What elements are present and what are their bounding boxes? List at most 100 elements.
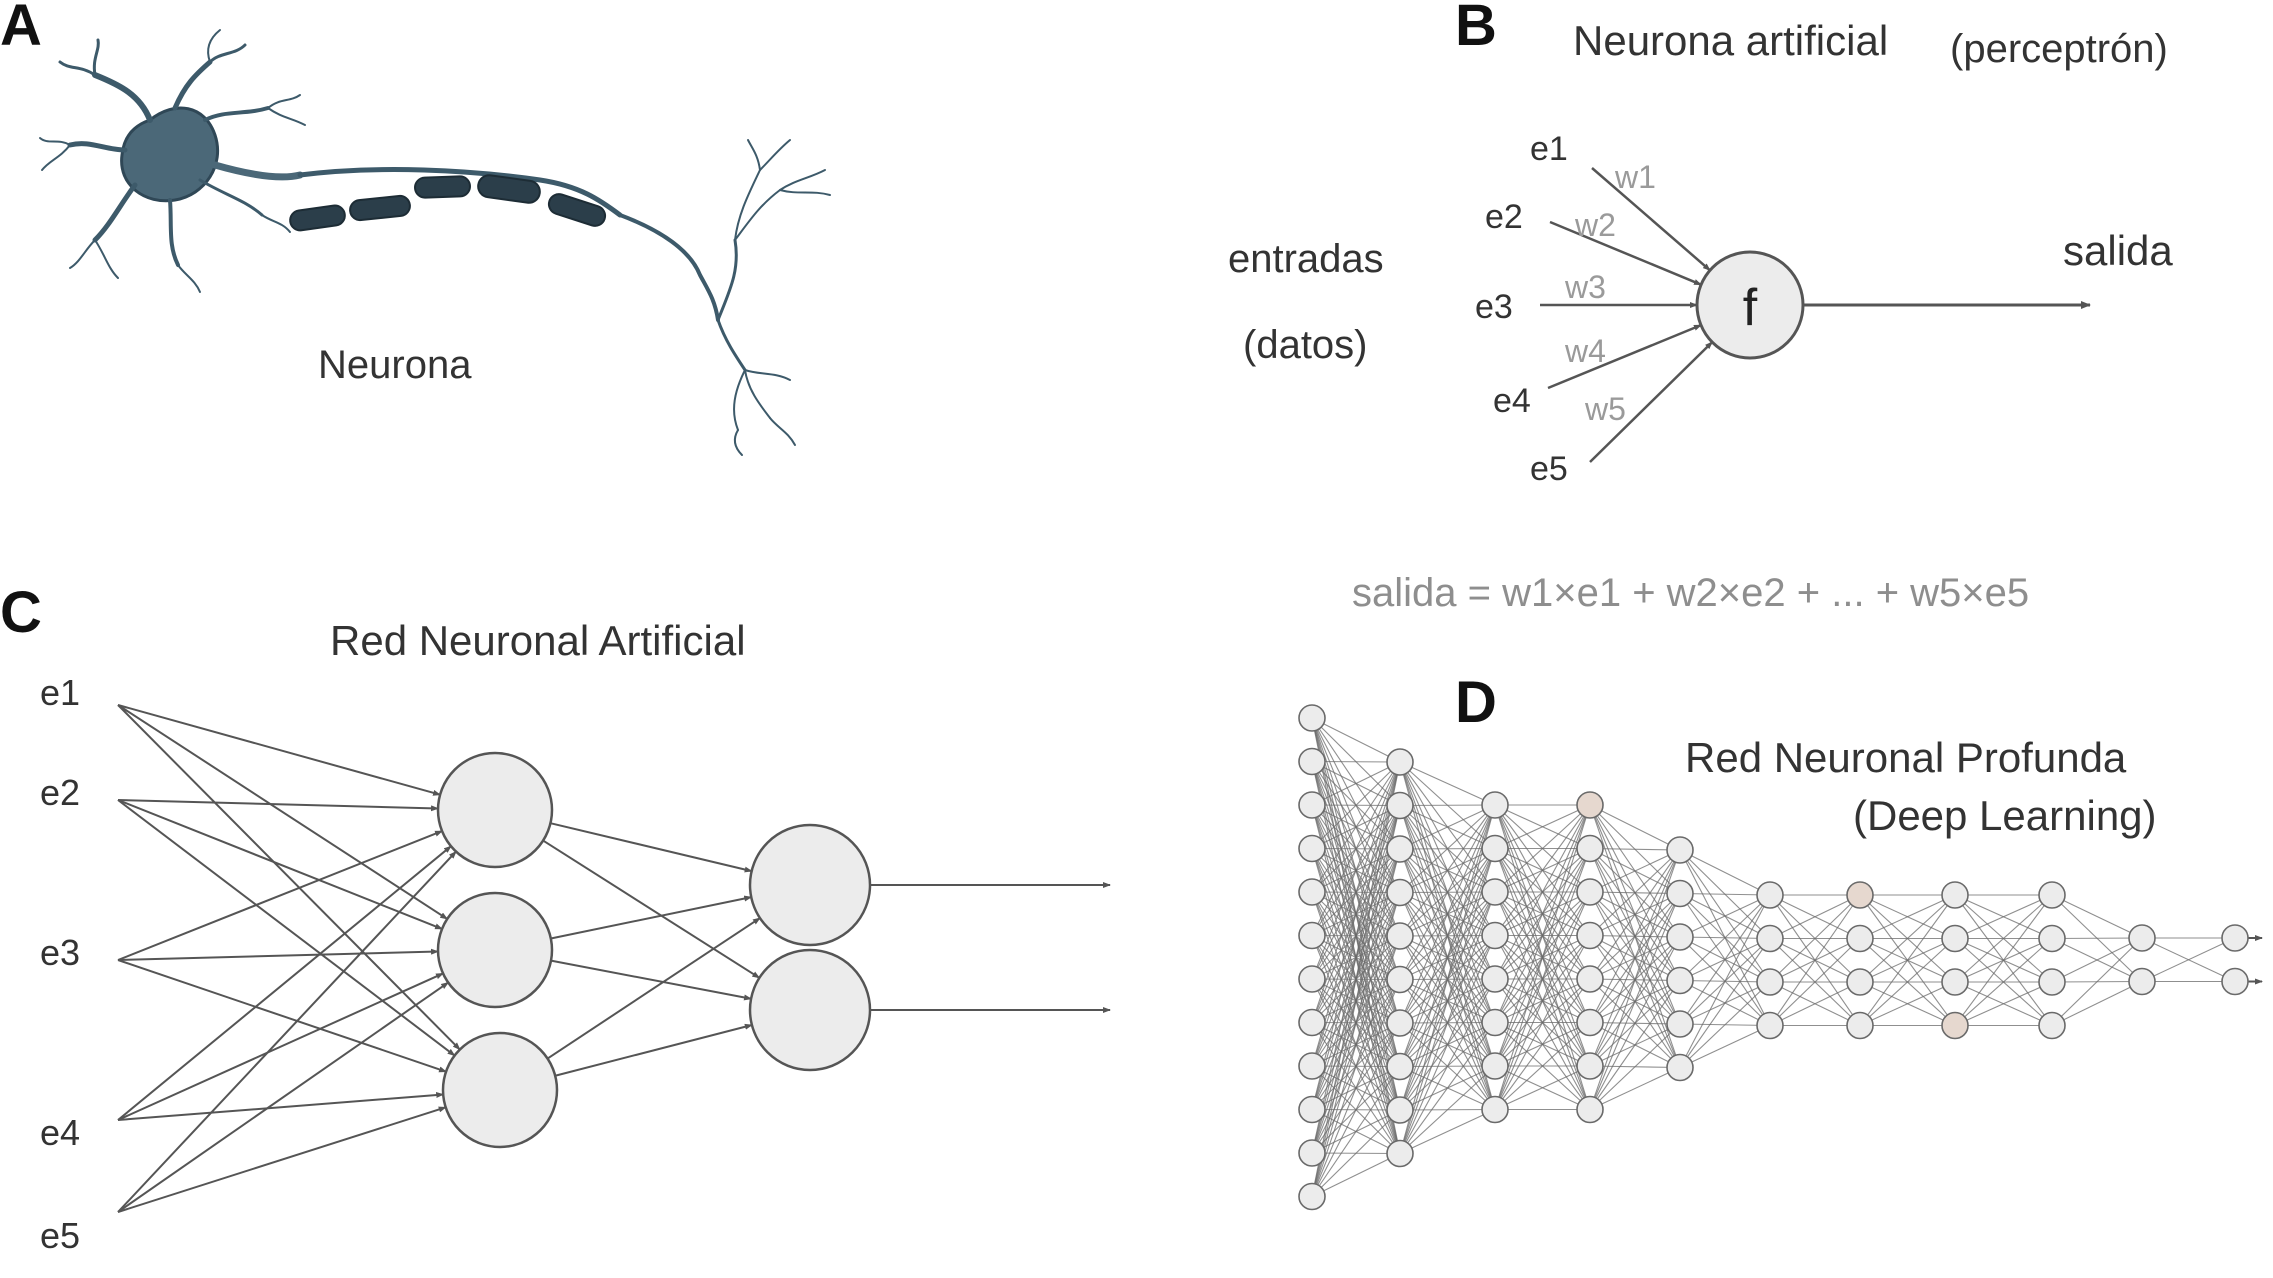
dnn-connection xyxy=(2051,937,2143,1026)
dnn-connection xyxy=(1399,804,1496,937)
dnn-node xyxy=(2221,924,2249,952)
dnn-connection xyxy=(1311,848,1401,1197)
ann-input-label: e5 xyxy=(40,1215,80,1256)
panel-a: A xyxy=(0,0,831,456)
dnn-connection xyxy=(1311,979,1401,1197)
dnn-connection xyxy=(1494,804,1591,1110)
dnn-node xyxy=(1386,1139,1414,1168)
dnn-connection xyxy=(1859,894,1956,1026)
dnn-connection xyxy=(1311,761,1401,936)
dnn-connection xyxy=(1589,847,1681,851)
ann-hidden-node xyxy=(436,751,554,869)
dnn-connection xyxy=(1494,1022,1591,1110)
dnn-connection xyxy=(1399,804,1496,850)
inputs-sublabel: (datos) xyxy=(1243,323,1368,367)
dnn-node xyxy=(1941,1011,1969,1040)
dnn-connection xyxy=(1399,978,1496,1154)
dnn-connection xyxy=(1399,1065,1496,1154)
dnn-node xyxy=(1298,1095,1326,1124)
dnn-node xyxy=(1846,1011,1874,1040)
dnn-connection xyxy=(1494,804,1591,893)
dnn-connection xyxy=(1311,1022,1401,1197)
dnn-connection xyxy=(1769,894,1861,1026)
function-symbol: f xyxy=(1743,279,1758,337)
dnn-connection xyxy=(1679,894,1771,981)
panel-c-letter: C xyxy=(0,580,42,645)
perceptron-input-arrow xyxy=(1547,323,1702,390)
dnn-connection xyxy=(1589,804,1681,851)
ann-connection xyxy=(550,822,753,873)
perceptron-weight-label: w2 xyxy=(1574,207,1616,243)
dnn-connection xyxy=(1679,981,1771,1068)
ann-connection xyxy=(117,704,442,796)
dnn-connection xyxy=(1954,894,2053,940)
dnn-node xyxy=(1576,791,1604,819)
dnn-node xyxy=(1576,834,1604,863)
neuron-illustration xyxy=(39,29,831,456)
dnn-node xyxy=(1576,1052,1604,1080)
ann-connection xyxy=(550,895,753,940)
dnn-connection xyxy=(1311,761,1401,1197)
ann-connection xyxy=(542,839,761,979)
dnn-connection xyxy=(2051,894,2143,939)
dnn-connection xyxy=(1311,1109,1401,1197)
dnn-connection xyxy=(1399,804,1496,893)
ann-input-label: e4 xyxy=(40,1112,80,1153)
ann-connection xyxy=(117,972,444,1121)
dnn-node xyxy=(2038,924,2066,953)
dnn-node xyxy=(1666,1010,1694,1038)
ann-connection xyxy=(117,1092,445,1121)
ann-output-node xyxy=(748,948,872,1072)
dnn-connection xyxy=(1399,804,1496,1111)
ann-input-label: e2 xyxy=(40,772,80,813)
ann-connection xyxy=(117,981,450,1213)
dnn-node xyxy=(1481,965,1509,993)
dnn-node xyxy=(1298,834,1326,863)
dnn-node xyxy=(1941,968,1969,996)
ann-connection xyxy=(117,704,461,1051)
ann-connection xyxy=(117,948,440,961)
dnn-node xyxy=(1481,1052,1509,1080)
dnn-connection xyxy=(1399,804,1496,1154)
dnn-connection xyxy=(2051,937,2143,940)
dnn-connection xyxy=(1769,894,1861,983)
dnn-connection xyxy=(1859,894,1956,983)
dnn-connection xyxy=(1494,891,1591,1110)
dnn-node xyxy=(1481,791,1509,819)
dnn-connection xyxy=(1859,981,1956,1027)
dnn-connection xyxy=(1679,849,1771,896)
dnn-connection xyxy=(1399,891,1496,1154)
dnn-node xyxy=(1386,1052,1414,1081)
dnn-connection xyxy=(1494,848,1591,1110)
dnn-connection xyxy=(1311,717,1401,763)
perceptron-input-label: e5 xyxy=(1530,450,1568,488)
dnn-node xyxy=(1386,1096,1414,1124)
dnn-connection xyxy=(1311,761,1401,849)
dnn-connection xyxy=(1494,804,1591,850)
perceptron-weight-label: w3 xyxy=(1564,269,1606,305)
dnn-connection xyxy=(1399,1109,1496,1154)
ann-connection xyxy=(117,959,447,1073)
ann-connection xyxy=(117,850,457,1213)
dnn-connection xyxy=(1311,1066,1401,1197)
perceptron-input-label: e4 xyxy=(1493,382,1531,420)
ann-connection xyxy=(546,917,761,1060)
perceptron-input-label: e1 xyxy=(1530,130,1568,168)
dnn-connection xyxy=(1311,761,1401,806)
dnn-connection xyxy=(1679,894,1771,1025)
dnn-connection xyxy=(1954,894,2053,1026)
dnn-node xyxy=(1666,836,1694,864)
dnn-connection xyxy=(1399,1022,1496,1154)
output-label: salida xyxy=(2063,227,2173,274)
dnn-connection xyxy=(1494,804,1591,1023)
dnn-connection xyxy=(1679,894,1771,1068)
dnn-node xyxy=(1386,922,1414,950)
dnn-connection xyxy=(1311,805,1401,1197)
dnn-node xyxy=(1481,834,1509,863)
dnn-connection xyxy=(1769,938,1861,1026)
dnn-connection xyxy=(1589,849,1681,1110)
dnn-node xyxy=(1576,1008,1604,1037)
dnn-connection xyxy=(1679,1025,1771,1068)
